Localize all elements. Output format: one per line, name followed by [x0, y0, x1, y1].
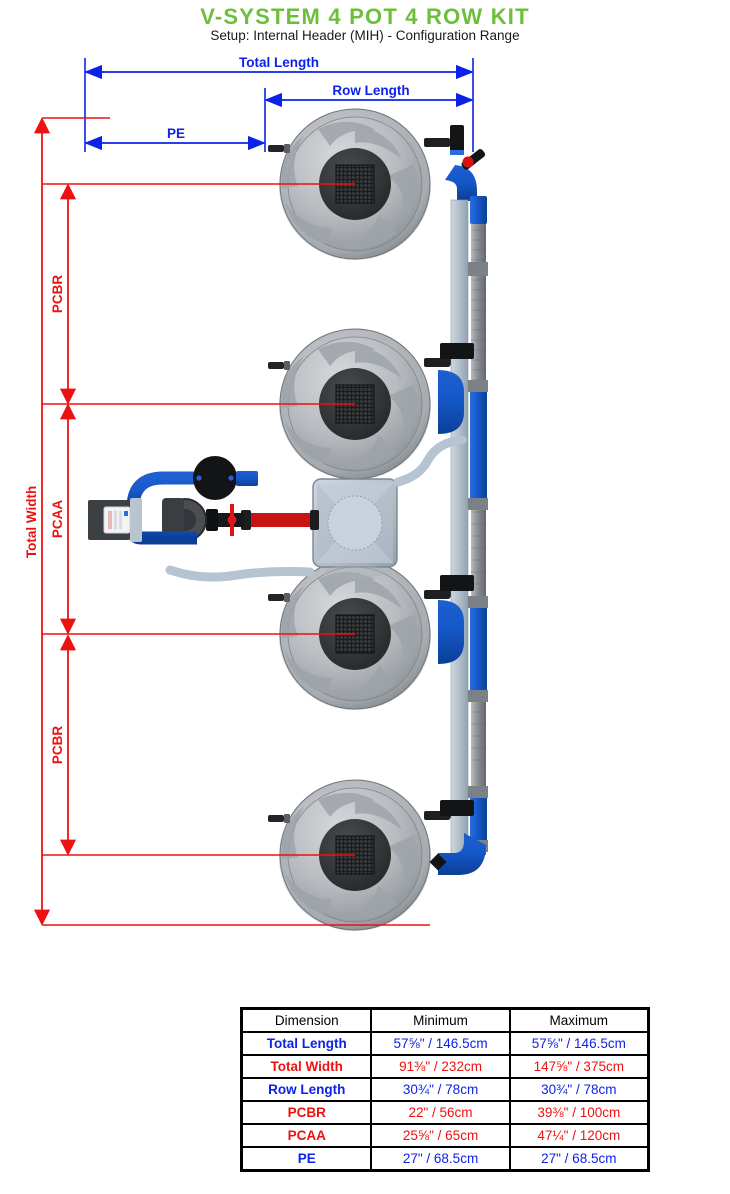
inline-valve-icon	[227, 504, 237, 536]
table-header-row: Dimension Minimum Maximum	[242, 1009, 648, 1032]
label-row-length: Row Length	[332, 83, 409, 98]
table-row: Total Width 91⅜" / 232cm 147⅝" / 375cm	[242, 1055, 648, 1078]
row-min-pcaa: 25⅝" / 65cm	[371, 1124, 510, 1147]
row-label-total-width: Total Width	[242, 1055, 372, 1078]
dimension-total-length	[84, 58, 474, 152]
row-min-row-length: 30¾" / 78cm	[371, 1078, 510, 1101]
square-reservoir	[312, 478, 398, 579]
row-min-pcbr: 22" / 56cm	[371, 1101, 510, 1124]
row-max-total-width: 147⅝" / 375cm	[509, 1055, 648, 1078]
row-label-pcbr: PCBR	[242, 1101, 372, 1124]
label-pcaa: PCAA	[50, 500, 65, 539]
row-max-row-length: 30¾" / 78cm	[509, 1078, 648, 1101]
row-min-total-width: 91⅜" / 232cm	[371, 1055, 510, 1078]
page-subtitle: Setup: Internal Header (MIH) - Configura…	[210, 28, 520, 43]
row-label-pcaa: PCAA	[242, 1124, 372, 1147]
vertical-header-manifold	[429, 149, 488, 875]
row-label-pe: PE	[242, 1147, 372, 1170]
table-row: PCAA 25⅝" / 65cm 47¼" / 120cm	[242, 1124, 648, 1147]
table-header-minimum: Minimum	[371, 1009, 510, 1032]
row-max-total-length: 57⅝" / 146.5cm	[509, 1032, 648, 1055]
row-max-pe: 27" / 68.5cm	[509, 1147, 648, 1170]
table-row: PCBR 22" / 56cm 39⅜" / 100cm	[242, 1101, 648, 1124]
row-label-total-length: Total Length	[242, 1032, 372, 1055]
row-max-pcbr: 39⅜" / 100cm	[509, 1101, 648, 1124]
table-header-maximum: Maximum	[509, 1009, 648, 1032]
center-pump-assembly	[88, 435, 467, 582]
red-valve-icon	[461, 149, 486, 170]
label-pe: PE	[167, 126, 185, 141]
row-label-row-length: Row Length	[242, 1078, 372, 1101]
pot-centerlines	[42, 117, 430, 926]
row-min-pe: 27" / 68.5cm	[371, 1147, 510, 1170]
row-min-total-length: 57⅝" / 146.5cm	[371, 1032, 510, 1055]
control-box	[88, 498, 142, 542]
label-pcbr-top: PCBR	[50, 275, 65, 314]
page-title: V-SYSTEM 4 POT 4 ROW KIT	[200, 4, 530, 29]
table-row: PE 27" / 68.5cm 27" / 68.5cm	[242, 1147, 648, 1170]
row-max-pcaa: 47¼" / 120cm	[509, 1124, 648, 1147]
table-row: Total Length 57⅝" / 146.5cm 57⅝" / 146.5…	[242, 1032, 648, 1055]
label-total-width: Total Width	[24, 486, 39, 558]
label-pcbr-bottom: PCBR	[50, 726, 65, 765]
dimension-range-table: Dimension Minimum Maximum Total Length 5…	[240, 1007, 650, 1172]
table-header-dimension: Dimension	[242, 1009, 372, 1032]
system-diagram: Total Length Row Length PE Total Width P…	[24, 55, 488, 931]
table-row: Row Length 30¾" / 78cm 30¾" / 78cm	[242, 1078, 648, 1101]
label-total-length: Total Length	[239, 55, 319, 70]
